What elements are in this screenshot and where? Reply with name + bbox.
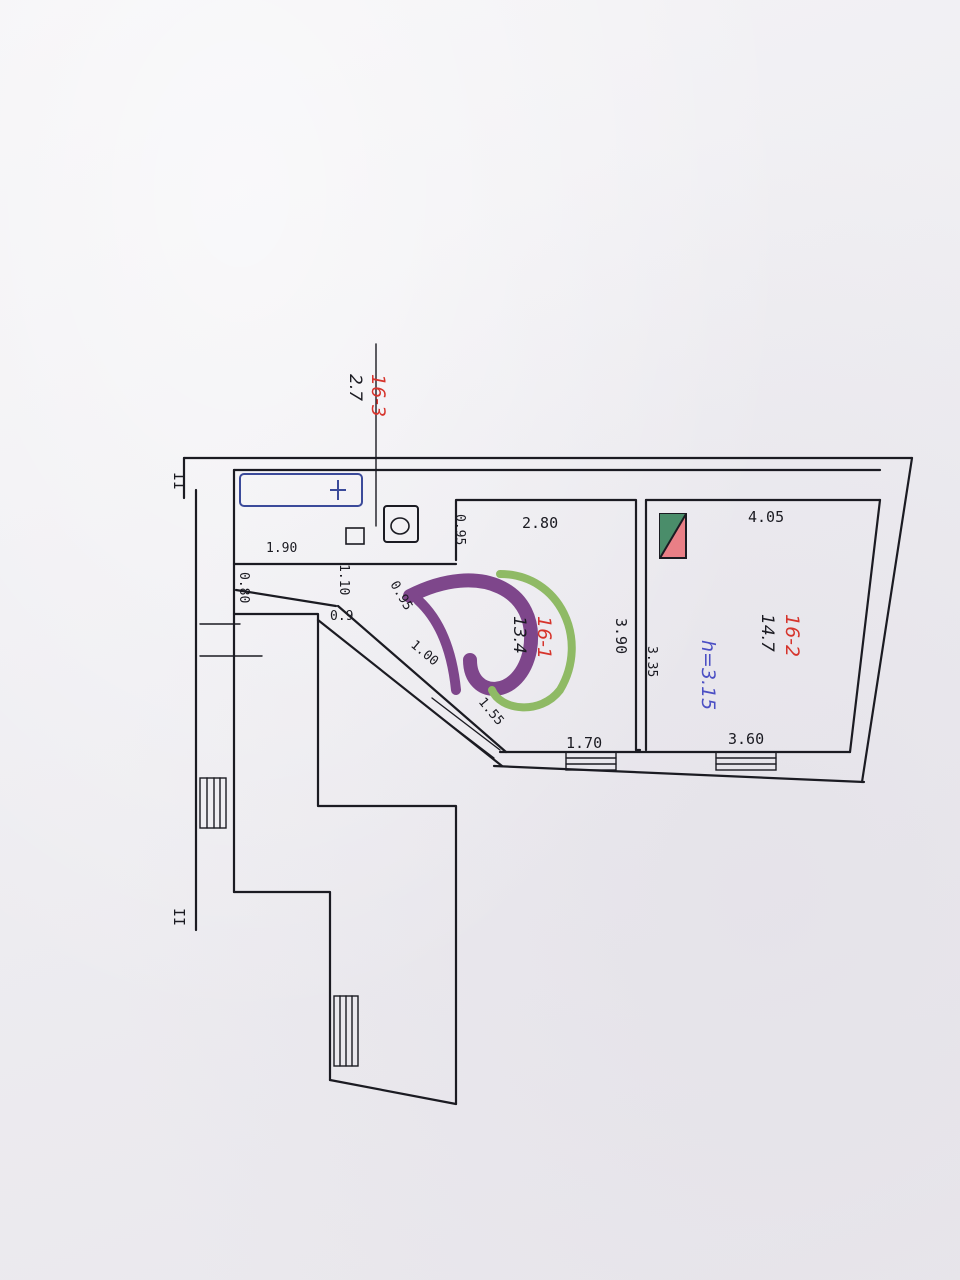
section-mark-top: II xyxy=(170,472,188,490)
room-label-16-3: 16-3 2.7 xyxy=(345,374,389,417)
sink-icon xyxy=(345,527,365,545)
toilet-icon xyxy=(383,505,419,543)
dim-room2-height: 3.35 xyxy=(644,646,659,677)
room-area-16-3: 2.7 xyxy=(345,374,365,401)
dim-stair: 1.10 xyxy=(336,564,351,595)
bathtub-icon xyxy=(239,473,363,507)
ceiling-height-note: h=3.15 xyxy=(697,640,719,710)
dim-bath-depth: 0.80 xyxy=(236,572,251,603)
dim-room2-top: 4.05 xyxy=(748,508,784,526)
outer-walls xyxy=(182,456,914,1106)
dim-room1-top: 2.80 xyxy=(522,514,558,532)
room-label-16-2: 16-2 14.7 xyxy=(757,614,803,657)
stove-icon xyxy=(659,513,687,559)
room-area-16-2: 14.7 xyxy=(757,614,777,652)
watermark-logo xyxy=(403,570,576,712)
room-area-16-1: 13.4 xyxy=(509,616,529,654)
window-marks xyxy=(199,623,777,1067)
interior-walls xyxy=(232,498,882,784)
room-id-16-1: 16-1 xyxy=(533,616,555,659)
room-id-16-3: 16-3 xyxy=(367,374,389,417)
section-mark-bottom: II xyxy=(170,908,188,926)
dim-wall-a: 0.95 xyxy=(452,514,467,545)
dim-room1-height: 3.90 xyxy=(612,618,630,654)
dim-room1-bottom: 1.70 xyxy=(566,734,602,752)
dim-room2-bottom: 3.60 xyxy=(728,730,764,748)
dim-gap-a: 0.9 xyxy=(330,609,353,624)
dim-corridor-1: 1.00 xyxy=(407,638,441,670)
dim-bath-width: 1.90 xyxy=(266,541,297,556)
room-id-16-2: 16-2 xyxy=(781,614,803,657)
room-label-16-1: 16-1 13.4 xyxy=(509,616,555,659)
